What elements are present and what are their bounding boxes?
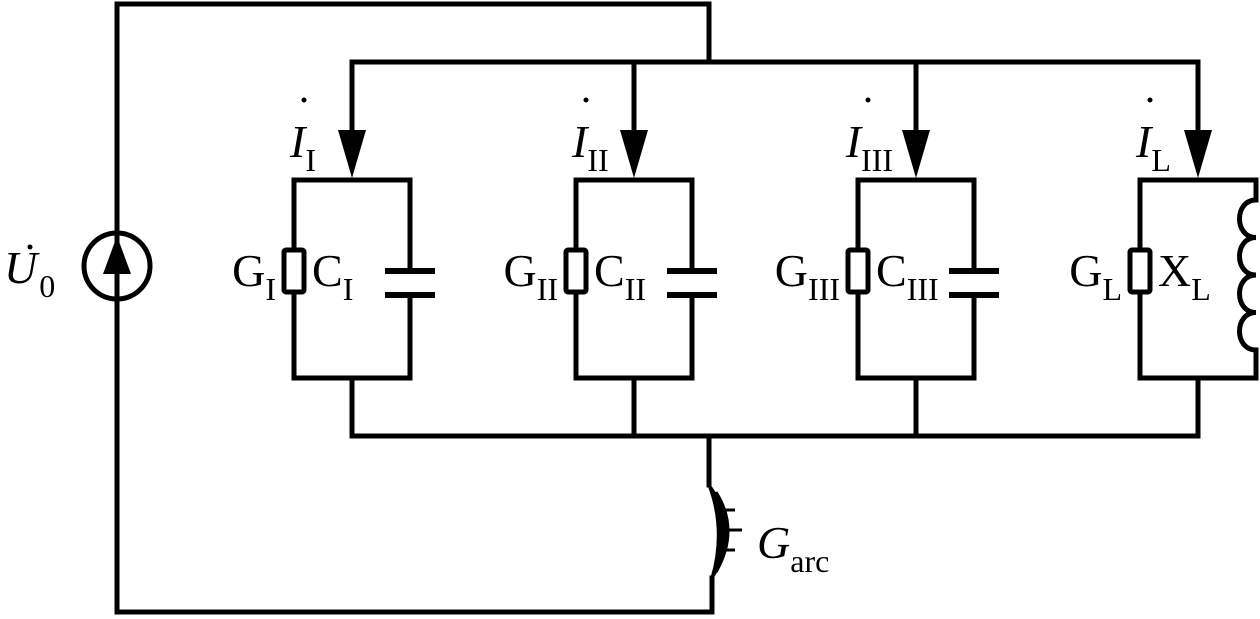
current-arrow-down-icon xyxy=(620,130,648,178)
conductance-label: GII xyxy=(503,245,558,307)
source-label: U0 xyxy=(4,242,55,304)
source-dot-accent xyxy=(27,244,33,250)
current-label: II xyxy=(289,116,316,178)
conductance-label: GL xyxy=(1069,245,1122,307)
branch-top-wire xyxy=(291,177,413,271)
arc-label: Garc xyxy=(757,517,829,579)
branch-top-wire xyxy=(855,177,977,271)
resistor-icon xyxy=(1127,247,1153,295)
current-label: IIII xyxy=(845,116,893,178)
capacitance-label: CIII xyxy=(876,245,939,307)
reactance-label: XL xyxy=(1158,245,1211,307)
resistor-icon xyxy=(281,247,307,295)
branch-top-wire xyxy=(573,177,695,271)
voltage-source xyxy=(81,230,153,302)
current-arrow-down-icon xyxy=(338,130,366,178)
current-label: IL xyxy=(1135,116,1171,178)
branch-2: III GII CII xyxy=(503,59,717,439)
branches: II GI CI III GII CII IIII GIII CIII IL GL XL xyxy=(232,59,1259,439)
resistor-icon xyxy=(845,247,871,295)
capacitance-label: CII xyxy=(594,245,646,307)
capacitance-label: CI xyxy=(312,245,353,307)
branch-3: IIII GIII CIII xyxy=(775,59,999,439)
wire-source-bottom xyxy=(114,297,715,615)
current-dot-accent xyxy=(583,97,589,103)
current-dot-accent xyxy=(1147,97,1153,103)
branch-4: IL GL XL xyxy=(1069,59,1259,439)
branch-top-wire xyxy=(1137,177,1259,253)
arc-element xyxy=(706,433,742,579)
source-arrow-up-icon xyxy=(103,236,131,274)
current-arrow-down-icon xyxy=(902,130,930,178)
conductance-label: GIII xyxy=(775,245,840,307)
current-arrow-down-icon xyxy=(1184,130,1212,178)
inductor-coil-icon xyxy=(1237,197,1257,353)
current-label: III xyxy=(571,116,609,178)
wire-source-top xyxy=(114,1,712,235)
resistor-icon xyxy=(563,247,589,295)
arc-shape-icon xyxy=(707,484,728,579)
conductance-label: GI xyxy=(232,245,276,307)
current-dot-accent xyxy=(865,97,871,103)
branch-1: II GI CI xyxy=(232,59,435,439)
current-dot-accent xyxy=(301,97,307,103)
